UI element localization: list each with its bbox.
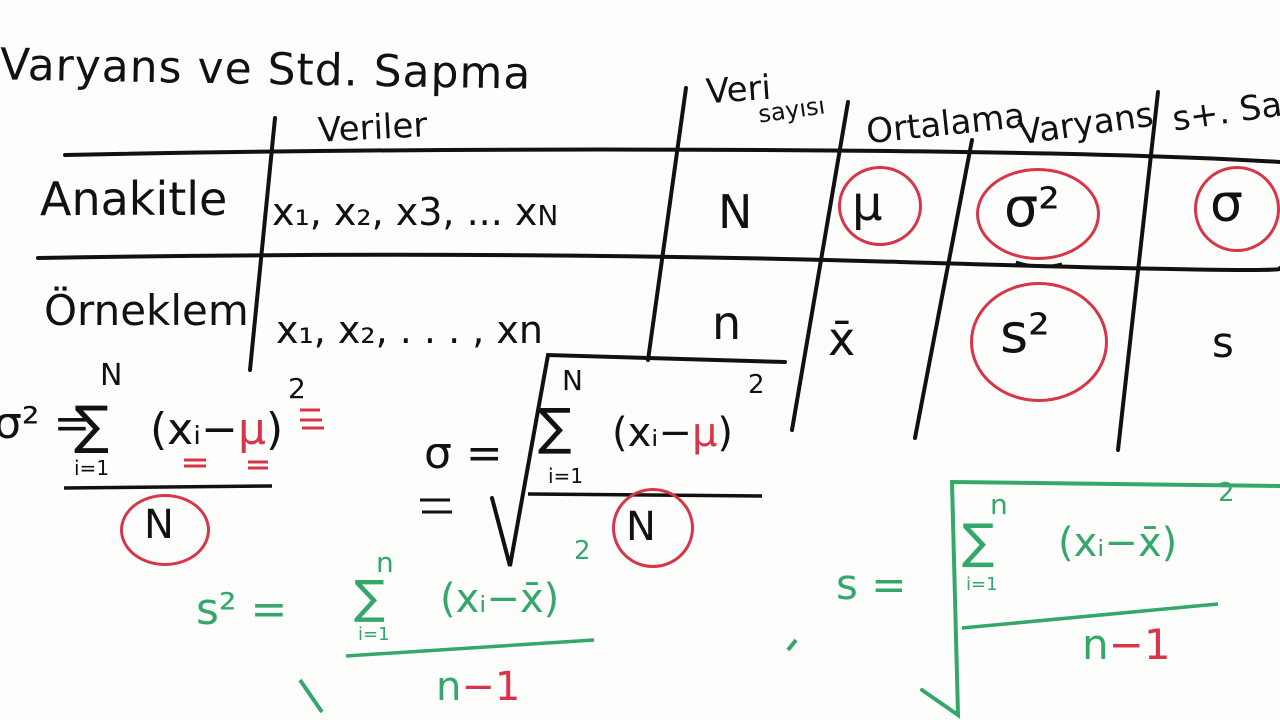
sample-variance-den-minus: −1 xyxy=(461,664,521,710)
circle-pop-variance-den xyxy=(120,494,210,566)
pop-variance-mu: μ xyxy=(237,404,266,455)
sample-variance-den-n: n xyxy=(436,664,462,710)
pop-std-sum-bottom: i=1 xyxy=(548,464,584,488)
sample-std-sigma-icon: ∑ xyxy=(962,514,995,570)
sample-std-den-minus: −1 xyxy=(1108,620,1171,669)
pop-std-sum-top: N xyxy=(562,364,583,397)
sqrt-sign-sample xyxy=(920,479,1280,719)
sample-variance-denominator: n−1 xyxy=(436,664,520,710)
sample-std-lhs: s = xyxy=(836,560,907,609)
population-variance: σ² xyxy=(1004,176,1060,239)
sample-std-sum-bottom: i=1 xyxy=(966,574,998,595)
col-rule-1 xyxy=(248,116,277,372)
pop-variance-lhs: σ² = xyxy=(0,398,91,449)
pop-variance-sum-bottom: i=1 xyxy=(74,456,110,480)
pop-variance-body-left: (xᵢ− xyxy=(150,404,238,455)
row-label-sample: Örneklem xyxy=(44,286,249,335)
header-data: Veriler xyxy=(317,105,429,151)
circle-sigma-squared xyxy=(976,168,1100,260)
row-rule xyxy=(36,252,1280,272)
population-count: N xyxy=(718,185,753,239)
pop-variance-power: 2 xyxy=(288,372,306,405)
sample-count: n xyxy=(712,296,742,350)
pop-std-lhs: σ = xyxy=(424,428,503,479)
stray-mark-green-2 xyxy=(786,638,798,652)
header-rule xyxy=(63,147,1280,164)
col-rule-4 xyxy=(913,138,974,440)
sample-std-body: (xᵢ−x̄) xyxy=(1058,520,1178,566)
frac-bar-sample-std xyxy=(961,602,1219,630)
circle-pop-std-den xyxy=(612,488,694,568)
page-title: Varyans ve Std. Sapma xyxy=(0,39,532,100)
pop-variance-body-right: ) xyxy=(265,404,284,455)
pop-std-power: 2 xyxy=(748,370,765,400)
sqrt-sign-pop xyxy=(490,352,787,567)
population-data-subscript: N xyxy=(537,199,559,232)
sample-variance-body: (xᵢ−x̄) xyxy=(440,576,560,622)
pop-variance-denominator: N xyxy=(144,502,174,548)
underline-sigma xyxy=(1015,260,1063,269)
pop-variance-sigma-icon: ∑ xyxy=(74,396,110,456)
circle-mu xyxy=(838,166,922,246)
circle-s-squared xyxy=(970,282,1108,402)
sample-std: s xyxy=(1212,318,1234,367)
pop-variance-sum-top: N xyxy=(100,358,123,393)
sample-variance: s² xyxy=(1000,302,1050,365)
population-data: x₁, x₂, x3, ... xN xyxy=(272,190,558,234)
pop-std-body-left: (xᵢ− xyxy=(612,410,692,456)
pop-std-sigma-icon: ∑ xyxy=(538,398,572,456)
pop-std-denominator: N xyxy=(626,504,656,550)
population-mean: μ xyxy=(852,176,883,232)
col-rule-2 xyxy=(646,86,688,362)
population-std: σ xyxy=(1210,174,1243,234)
sample-variance-sum-bottom: i=1 xyxy=(358,624,390,645)
underline-power xyxy=(300,408,324,430)
sample-variance-lhs: s² = xyxy=(196,584,288,635)
stray-mark-green-1 xyxy=(298,678,324,714)
sample-variance-sigma-icon: ∑ xyxy=(354,570,385,624)
pop-std-body: (xᵢ−μ) xyxy=(612,410,733,456)
pop-variance-body: (xᵢ−μ) xyxy=(150,404,283,455)
col-rule-5 xyxy=(1116,90,1160,452)
row-label-population: Anakitle xyxy=(40,172,228,226)
sample-variance-sum-top: n xyxy=(376,546,394,579)
sample-data: x₁, x₂, . . . , xn xyxy=(276,308,543,352)
frac-bar-sample-var xyxy=(345,638,595,658)
sample-std-den-n: n xyxy=(1082,620,1109,669)
circle-sigma xyxy=(1194,166,1280,252)
underline-mu-2 xyxy=(248,460,268,470)
equal-underline xyxy=(420,498,452,514)
sample-variance-power: 2 xyxy=(574,536,591,566)
pop-std-body-right: ) xyxy=(717,410,734,456)
pop-std-mu: μ xyxy=(691,410,718,456)
sample-mean: x̄ xyxy=(828,312,856,366)
frac-bar-pop-var xyxy=(63,484,273,490)
sample-std-denominator: n−1 xyxy=(1082,620,1171,669)
population-data-main: x₁, x₂, x3, ... x xyxy=(272,190,538,234)
col-rule-3 xyxy=(790,100,850,432)
sample-std-sum-top: n xyxy=(990,488,1008,521)
underline-mu xyxy=(184,458,206,468)
sample-std-power: 2 xyxy=(1218,478,1235,508)
